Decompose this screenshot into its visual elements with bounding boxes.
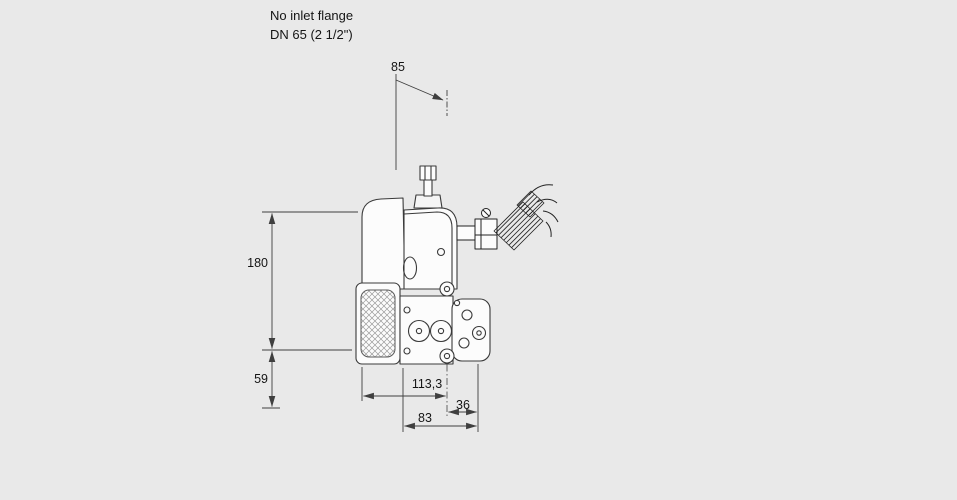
dimension-lines bbox=[262, 74, 479, 432]
note-no-inlet-flange: No inlet flange bbox=[270, 8, 354, 23]
dim-label-180: 180 bbox=[247, 256, 268, 270]
dim-label-85: 85 bbox=[391, 60, 405, 74]
solenoid-connector bbox=[456, 184, 559, 251]
valve-body bbox=[355, 165, 491, 365]
dim-label-83: 83 bbox=[418, 411, 432, 425]
note-dn-size: DN 65 (2 1/2") bbox=[270, 27, 353, 42]
dim-label-59: 59 bbox=[254, 372, 268, 386]
dim-label-36: 36 bbox=[456, 398, 470, 412]
dim-label-113-3: 113,3 bbox=[411, 377, 443, 391]
